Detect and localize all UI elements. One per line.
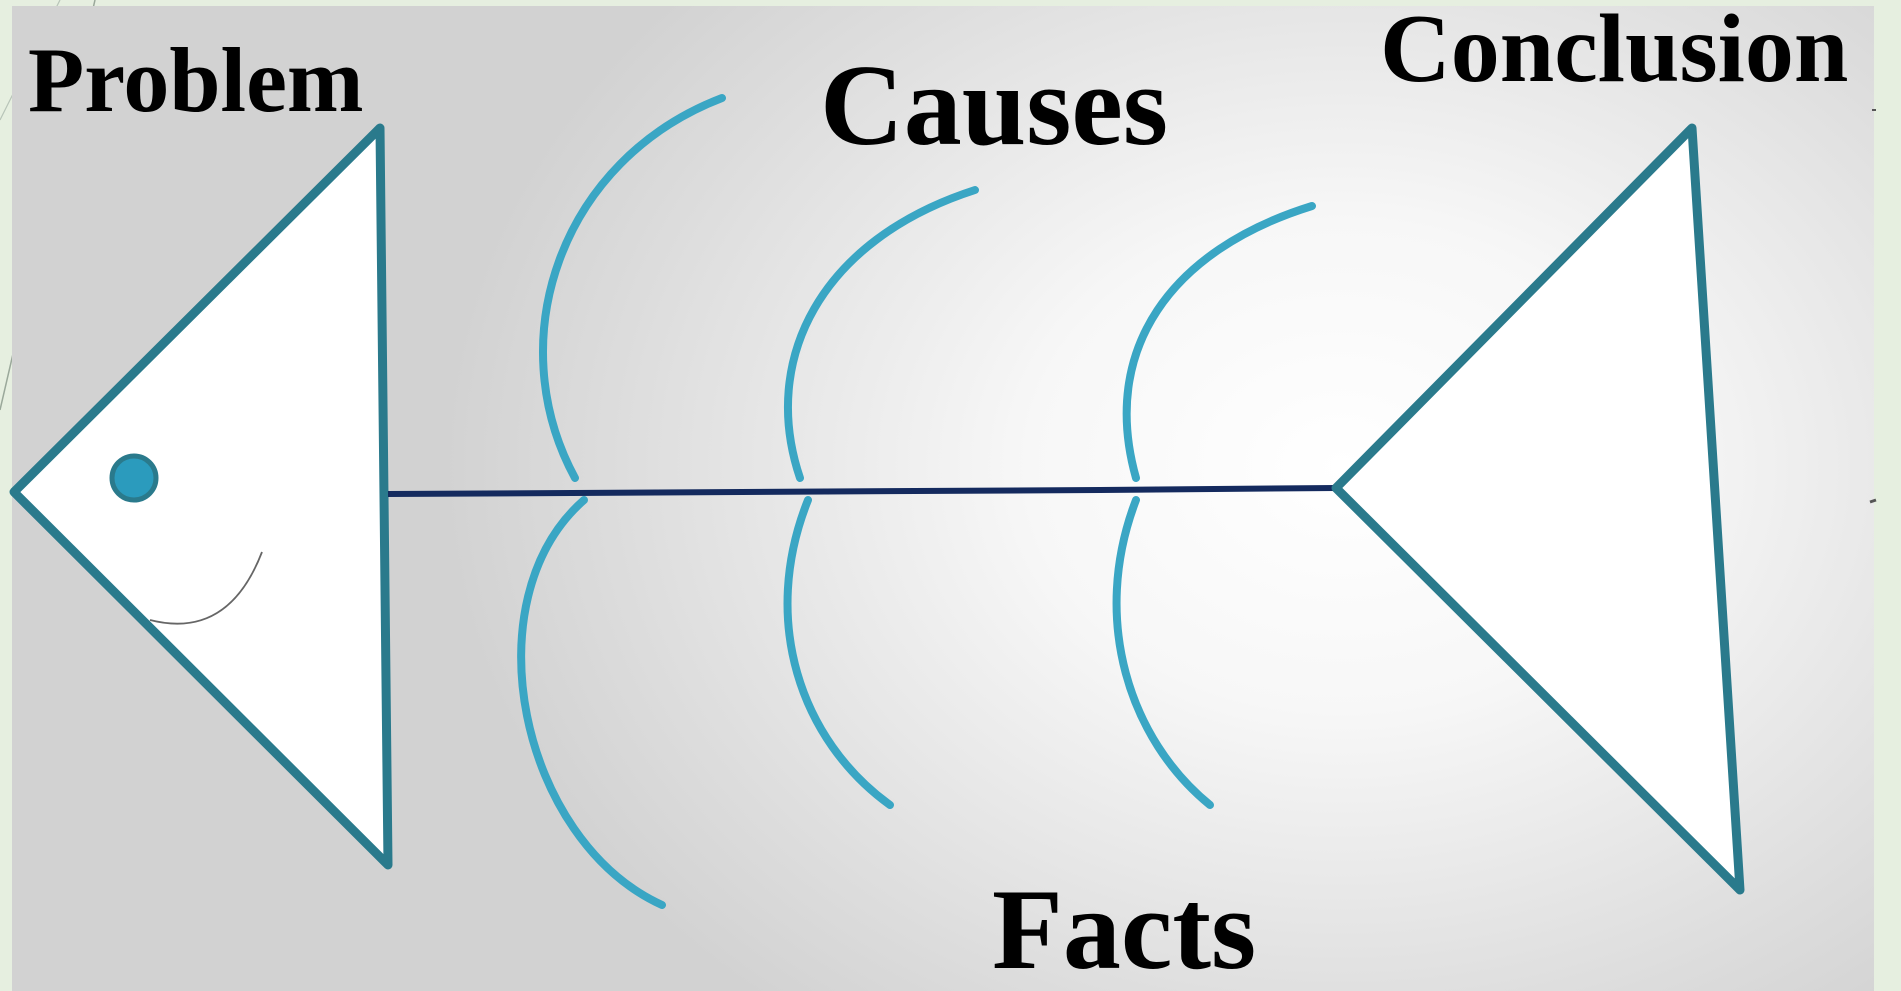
- fish-spine: [388, 488, 1336, 494]
- cause-bone-upper: [788, 190, 975, 478]
- conclusion-label: Conclusion: [1380, 0, 1848, 98]
- problem-label: Problem: [28, 34, 364, 126]
- causes-label: Causes: [820, 48, 1168, 164]
- fact-bone-lower: [521, 500, 662, 905]
- cause-bone-upper: [543, 98, 722, 478]
- edge-tick: [1870, 500, 1876, 502]
- cause-bone-upper: [1127, 206, 1312, 478]
- fact-bone-lower: [1117, 500, 1210, 805]
- facts-label: Facts: [992, 872, 1256, 988]
- fish-head-triangle: [14, 128, 388, 865]
- fish-eye-icon: [112, 456, 156, 500]
- fact-bone-lower: [788, 500, 890, 805]
- fish-tail-triangle: [1336, 128, 1740, 890]
